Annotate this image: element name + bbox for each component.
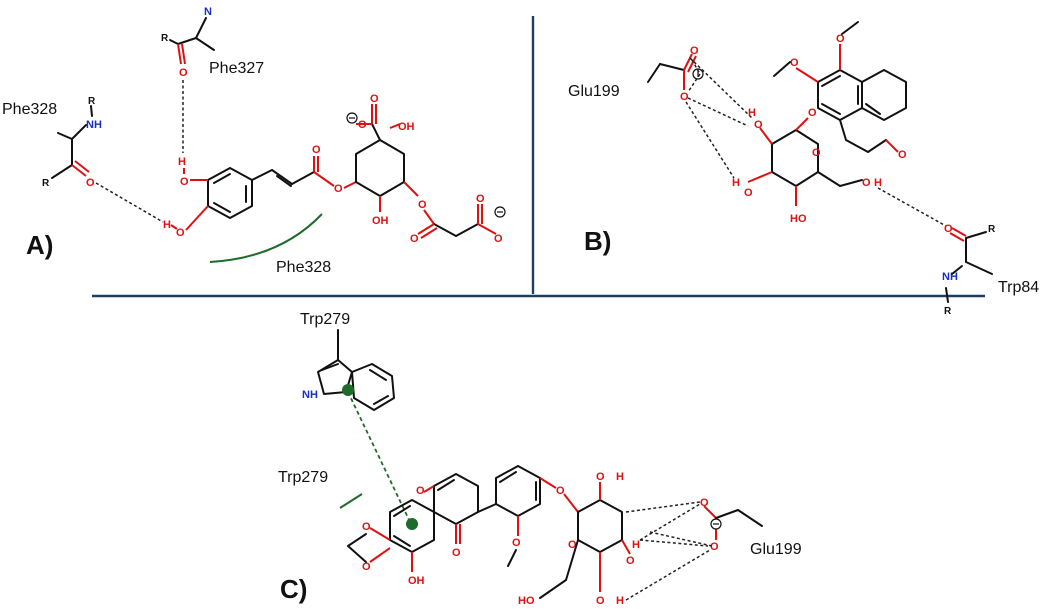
- svg-text:H: H: [874, 177, 882, 189]
- svg-text:H: H: [632, 539, 640, 551]
- svg-text:HO: HO: [518, 595, 535, 607]
- panel-c: C) Trp279 Trp279 Glu199 NH O O: [278, 311, 802, 607]
- svg-text:O: O: [790, 57, 799, 69]
- svg-text:O: O: [370, 93, 379, 105]
- hydrophobic-contact-trp279: [339, 493, 363, 509]
- svg-text:H: H: [616, 595, 624, 607]
- phe328-backbone: R NH R O: [42, 96, 102, 189]
- hbond-c-2: [639, 503, 701, 541]
- phe327-backbone: N R O: [161, 6, 215, 79]
- panel-b-label: B): [584, 226, 611, 256]
- residue-trp279-side-label: Trp279: [278, 469, 328, 486]
- svg-text:O: O: [418, 199, 427, 211]
- svg-text:O: O: [410, 233, 419, 245]
- svg-text:O: O: [362, 521, 371, 533]
- svg-text:R: R: [944, 306, 952, 317]
- svg-text:O: O: [754, 119, 763, 131]
- svg-text:O: O: [568, 539, 577, 551]
- svg-text:O: O: [808, 107, 817, 119]
- svg-text:NH: NH: [302, 389, 318, 401]
- svg-text:NH: NH: [86, 119, 102, 131]
- svg-text:O: O: [494, 233, 503, 245]
- hbond-phe328-oh: [95, 182, 164, 223]
- svg-text:O: O: [176, 227, 185, 239]
- svg-text:R: R: [161, 33, 169, 44]
- trp279-indole: NH: [302, 329, 395, 411]
- glu199-carboxylate: O O: [647, 45, 704, 103]
- residue-trp279-top-label: Trp279: [300, 311, 350, 328]
- svg-text:O: O: [812, 147, 821, 159]
- pi-centroid-trp: [342, 384, 354, 396]
- svg-text:N: N: [204, 6, 212, 18]
- svg-text:R: R: [42, 178, 50, 189]
- hydrophobic-contact-phe328: [209, 213, 323, 263]
- hbond-c-3: [639, 539, 709, 547]
- svg-text:R: R: [988, 224, 996, 235]
- svg-text:O: O: [862, 177, 871, 189]
- residue-phe328-hydrophobic-label: Phe328: [276, 259, 331, 276]
- svg-text:O: O: [700, 497, 709, 509]
- hbond-c-1: [625, 501, 701, 513]
- svg-text:O: O: [86, 177, 95, 189]
- hbond-trp84: [877, 187, 947, 227]
- svg-text:O: O: [898, 149, 907, 161]
- pi-stacking-trp279: [347, 391, 412, 525]
- svg-text:O: O: [180, 176, 189, 188]
- ligand-c: O O OH O O O O: [347, 465, 640, 607]
- trp84-backbone: O R NH R: [942, 223, 996, 317]
- svg-text:O: O: [512, 537, 521, 549]
- svg-text:O: O: [944, 223, 953, 235]
- svg-text:O: O: [416, 485, 425, 497]
- glu199-c-carboxylate: O O: [700, 497, 763, 553]
- svg-text:O: O: [312, 144, 321, 156]
- svg-text:O: O: [358, 119, 367, 131]
- svg-text:O: O: [556, 485, 565, 497]
- hbond-c-4: [625, 549, 711, 601]
- svg-text:R: R: [88, 96, 96, 107]
- svg-text:H: H: [163, 219, 171, 231]
- hbond-glu199-b: [687, 97, 749, 127]
- svg-text:H: H: [178, 156, 186, 168]
- panel-c-label: C): [280, 574, 307, 604]
- svg-text:O: O: [710, 541, 719, 553]
- panel-a: A) Phe328 R NH R O Phe327 N R O: [2, 6, 506, 276]
- svg-text:H: H: [616, 471, 624, 483]
- svg-text:O: O: [626, 555, 635, 567]
- svg-text:H: H: [748, 107, 756, 119]
- residue-glu199-label: Glu199: [568, 83, 620, 100]
- svg-text:O: O: [680, 91, 689, 103]
- svg-text:O: O: [334, 183, 343, 195]
- svg-text:O: O: [690, 45, 699, 57]
- ligand-b: O O H O H HO O H O: [732, 21, 907, 225]
- residue-trp84-label: Trp84: [998, 279, 1039, 296]
- pi-centroid-ligand: [406, 518, 418, 530]
- ligand-a: H O H O O O: [163, 93, 506, 245]
- svg-text:OH: OH: [398, 121, 415, 133]
- svg-text:NH: NH: [942, 271, 958, 283]
- hbond-glu199-c: [685, 101, 735, 179]
- svg-text:O: O: [744, 187, 753, 199]
- panel-b: B) Glu199 O O O O H: [568, 21, 1039, 317]
- residue-phe327-label: Phe327: [209, 60, 264, 77]
- svg-text:O: O: [836, 33, 845, 45]
- svg-text:O: O: [452, 547, 461, 559]
- residue-phe328-label: Phe328: [2, 101, 57, 118]
- svg-text:HO: HO: [790, 213, 807, 225]
- svg-text:O: O: [179, 67, 188, 79]
- hbond-glu199-a: [689, 57, 753, 119]
- svg-text:OH: OH: [372, 215, 389, 227]
- svg-text:H: H: [732, 177, 740, 189]
- panel-a-label: A): [26, 230, 53, 260]
- residue-glu199-c-label: Glu199: [750, 541, 802, 558]
- svg-text:OH: OH: [408, 575, 425, 587]
- svg-text:O: O: [476, 193, 485, 205]
- svg-text:O: O: [596, 471, 605, 483]
- svg-text:O: O: [596, 595, 605, 607]
- svg-text:O: O: [362, 561, 371, 573]
